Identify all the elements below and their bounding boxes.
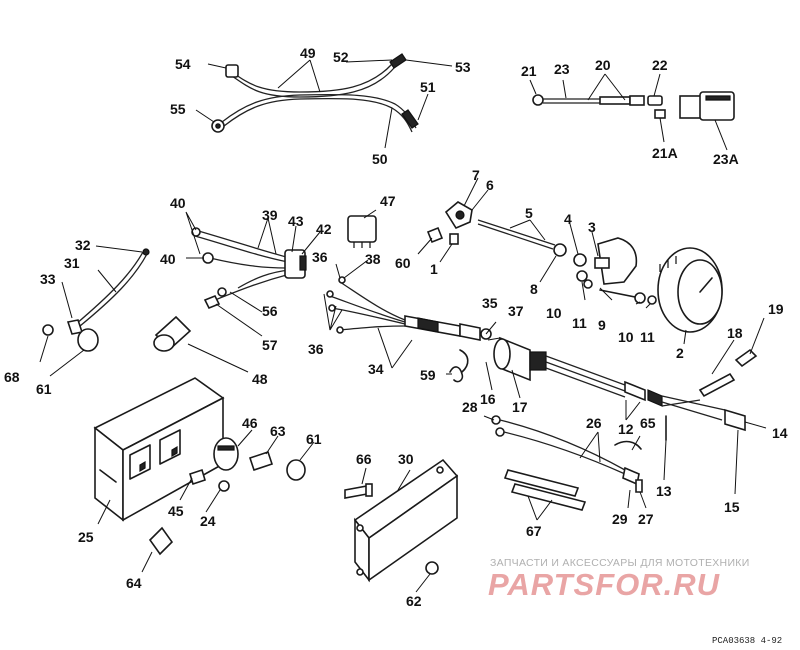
lead-26 (491, 415, 643, 493)
callout-61b: 61 (306, 431, 322, 447)
callout-59: 59 (420, 367, 436, 383)
callout-56: 56 (262, 303, 278, 319)
callout-26: 26 (586, 415, 602, 431)
switch-assembly-7 (426, 201, 473, 245)
callout-57: 57 (262, 337, 278, 353)
callout-3: 3 (588, 219, 596, 235)
sleeves-67 (503, 469, 587, 511)
callout-48: 48 (252, 371, 268, 387)
callout-53: 53 (455, 59, 471, 75)
callout-23a: 23A (713, 151, 739, 167)
small-parts-56-59 (217, 287, 464, 383)
callout-68: 68 (4, 369, 20, 385)
cover-plate-30 (353, 458, 459, 583)
callout-42: 42 (316, 221, 332, 237)
callout-29: 29 (612, 511, 628, 527)
callout-63: 63 (270, 423, 286, 439)
callout-50: 50 (372, 151, 388, 167)
power-pack-25 (93, 377, 225, 522)
callout-27: 27 (638, 511, 654, 527)
callout-65: 65 (640, 415, 656, 431)
harness-39-43 (191, 227, 307, 310)
drawing-code: PCA03638 4-92 (712, 636, 783, 646)
bulb-socket-48 (153, 315, 192, 352)
callout-55: 55 (170, 101, 186, 117)
callout-28: 28 (462, 399, 478, 415)
callout-2: 2 (676, 345, 684, 361)
callout-36b: 36 (308, 341, 324, 357)
callout-21: 21 (521, 63, 537, 79)
callout-4: 4 (564, 211, 572, 227)
watermark-tagline: ЗАПЧАСТИ И АКСЕССУАРЫ ДЛЯ МОТОТЕХНИКИ (490, 557, 750, 569)
callout-17: 17 (512, 399, 528, 415)
callout-35: 35 (482, 295, 498, 311)
callout-60: 60 (395, 255, 411, 271)
callout-30: 30 (398, 451, 414, 467)
parts-46-63-61-64 (148, 437, 306, 556)
callout-47: 47 (380, 193, 396, 209)
callout-61a: 61 (36, 381, 52, 397)
harness-34-36 (326, 276, 492, 341)
gauge-assembly (573, 237, 723, 333)
callout-43: 43 (288, 213, 304, 229)
callout-10a: 10 (546, 305, 562, 321)
callout-40a: 40 (170, 195, 186, 211)
callout-11b: 11 (640, 329, 655, 345)
callout-49: 49 (300, 45, 316, 61)
callout-66: 66 (356, 451, 372, 467)
callout-39: 39 (262, 207, 278, 223)
callout-54: 54 (175, 56, 191, 72)
callout-51: 51 (420, 79, 436, 95)
callout-24: 24 (200, 513, 216, 529)
leader-lines (39, 59, 767, 593)
watermark-logo: PARTSFOR.RU (488, 567, 721, 602)
callout-15: 15 (724, 499, 740, 515)
callout-38: 38 (365, 251, 381, 267)
callout-18: 18 (727, 325, 743, 341)
callout-20: 20 (595, 57, 611, 73)
washers-68-61 (42, 324, 99, 352)
callout-labels: 54 55 49 52 53 51 50 21 23 20 22 21A 23A… (4, 45, 788, 609)
lead-assembly-20-23 (532, 91, 735, 121)
callout-64: 64 (126, 575, 142, 591)
callout-5: 5 (525, 205, 533, 221)
callout-11a: 11 (572, 315, 587, 331)
battery-cable-harness (211, 53, 419, 133)
callout-34: 34 (368, 361, 384, 377)
callout-67: 67 (526, 523, 542, 539)
callout-46: 46 (242, 415, 258, 431)
callout-40b: 40 (160, 251, 176, 267)
lead-5 (477, 219, 567, 257)
strap-31 (66, 248, 150, 335)
callout-12: 12 (618, 421, 634, 437)
callout-33: 33 (40, 271, 56, 287)
parts-45-24 (189, 468, 230, 492)
callout-16: 16 (480, 391, 496, 407)
screws-66-62 (344, 483, 439, 575)
callout-62: 62 (406, 593, 422, 609)
ignition-switch-cable (459, 336, 758, 441)
callout-22: 22 (652, 57, 668, 73)
callout-23: 23 (554, 61, 570, 77)
callout-10b: 10 (618, 329, 634, 345)
callout-6: 6 (486, 177, 494, 193)
callout-45: 45 (168, 503, 184, 519)
relay-47 (347, 215, 377, 248)
callout-14: 14 (772, 425, 788, 441)
callout-1: 1 (430, 261, 438, 277)
callout-21a: 21A (652, 145, 678, 161)
callout-32: 32 (75, 237, 91, 253)
callout-36a: 36 (312, 249, 328, 265)
callout-52: 52 (333, 49, 349, 65)
callout-37: 37 (508, 303, 524, 319)
callout-13: 13 (656, 483, 672, 499)
callout-9: 9 (598, 317, 606, 333)
callout-7: 7 (472, 167, 480, 183)
callout-31: 31 (64, 255, 80, 271)
callout-8: 8 (530, 281, 538, 297)
callout-25: 25 (78, 529, 94, 545)
callout-19: 19 (768, 301, 784, 317)
